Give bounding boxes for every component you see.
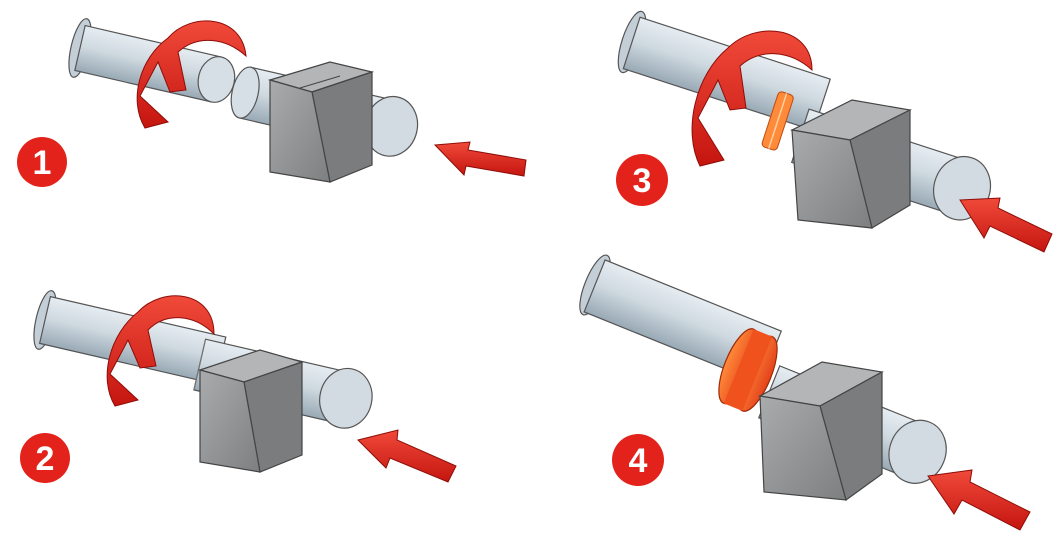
step-number: 1: [33, 144, 52, 182]
pressure-arrow: [959, 197, 1053, 253]
rotation-arrow: [691, 30, 813, 167]
weld-glow-ring: [761, 91, 794, 151]
step-number-badge: 3: [616, 154, 668, 206]
step-4-group: 4: [579, 254, 1031, 531]
step-3-group: 3: [616, 10, 1053, 253]
clamp-block: [197, 349, 304, 473]
step-number: 4: [629, 442, 648, 480]
step-number: 3: [633, 162, 652, 200]
pressure-arrow: [357, 429, 457, 483]
step-number: 2: [36, 440, 55, 478]
step-number-badge: 1: [17, 137, 67, 187]
step-number-badge: 2: [20, 433, 70, 483]
clamp-block: [267, 61, 375, 183]
rotation-arrow: [106, 295, 215, 407]
step-2-group: 2: [20, 290, 457, 483]
clamp-block: [790, 99, 912, 229]
step-number-badge: 4: [612, 434, 664, 486]
clamp-block: [758, 361, 884, 501]
weld-flash-collar: [718, 328, 778, 412]
rotation-arrow: [136, 20, 247, 129]
step-1-group: 1: [17, 18, 527, 187]
pressure-arrow: [927, 469, 1031, 531]
pressure-arrow: [433, 141, 527, 177]
